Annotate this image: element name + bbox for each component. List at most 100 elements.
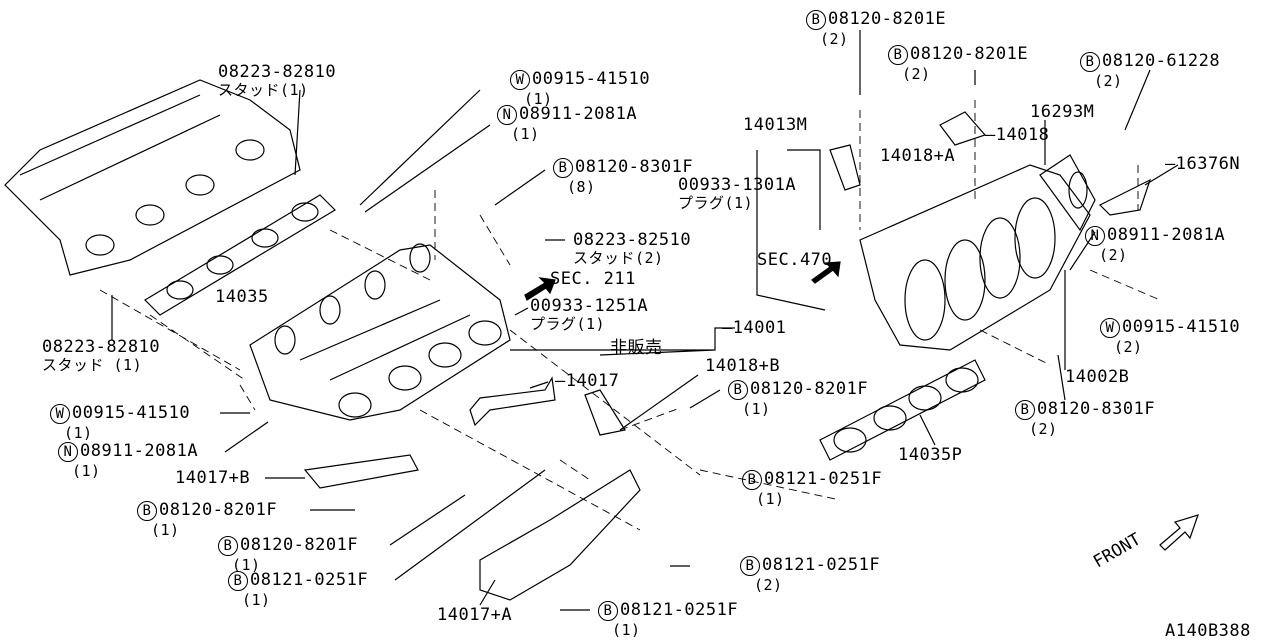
callout-not-for-sale: 非販売 bbox=[610, 339, 663, 357]
quantity: (1) bbox=[742, 400, 771, 418]
part-number: 00915-41510 bbox=[532, 69, 651, 89]
part-number: 14035 bbox=[215, 287, 269, 307]
intake-gasket-14035 bbox=[144, 194, 336, 316]
part-number: —14017 bbox=[555, 371, 620, 391]
bolt-symbol-icon: B bbox=[888, 45, 908, 65]
quantity: (2) bbox=[820, 30, 849, 48]
part-number: 14002B bbox=[1065, 367, 1130, 387]
callout-14002b: 14002B bbox=[1065, 368, 1129, 386]
washer-symbol-icon: W bbox=[1100, 318, 1120, 338]
part-number: SEC.470 bbox=[757, 250, 833, 270]
callout-14017-b: 14017+B bbox=[175, 469, 250, 487]
callout-14035: 14035 bbox=[215, 288, 269, 306]
part-number: 08223-82810 bbox=[218, 62, 337, 82]
bolt-symbol-icon: B bbox=[553, 158, 573, 178]
brackets bbox=[303, 111, 1152, 601]
part-number: 16293M bbox=[1030, 102, 1095, 122]
quantity: スタッド(2) bbox=[573, 249, 664, 267]
washer-symbol-icon: W bbox=[510, 70, 530, 90]
callout-14001: —14001 bbox=[722, 319, 786, 337]
part-number: 08120-8201E bbox=[910, 44, 1029, 64]
callout-14035p: 14035P bbox=[898, 446, 962, 464]
part-number: —14001 bbox=[722, 318, 787, 338]
quantity: (2) bbox=[902, 65, 931, 83]
gasket-14035p bbox=[819, 359, 986, 461]
bolt-symbol-icon: B bbox=[742, 470, 762, 490]
part-number: 14013M bbox=[743, 115, 808, 135]
bolt-symbol-icon: B bbox=[740, 556, 760, 576]
part-number: 00933-1251A bbox=[530, 296, 649, 316]
nut-symbol-icon: N bbox=[497, 105, 517, 125]
callout-14018: —14018 bbox=[985, 126, 1049, 144]
bolt-symbol-icon: B bbox=[218, 536, 238, 556]
quantity: (1) bbox=[524, 90, 553, 108]
part-number: —14018 bbox=[985, 125, 1050, 145]
part-number: 08120-61228 bbox=[1102, 51, 1221, 71]
callout-14013m: 14013M bbox=[743, 116, 807, 134]
leader-lines bbox=[111, 30, 1179, 611]
dashed-lines bbox=[99, 100, 1161, 531]
part-number: 08120-8201F bbox=[750, 379, 869, 399]
bolt-symbol-icon: B bbox=[1015, 400, 1035, 420]
nut-symbol-icon: N bbox=[58, 442, 78, 462]
part-number: 08120-8301F bbox=[1037, 399, 1156, 419]
bolt-symbol-icon: B bbox=[228, 571, 248, 591]
quantity: (1) bbox=[64, 424, 93, 442]
part-number: A140B388 bbox=[1165, 621, 1251, 641]
quantity: (1) bbox=[242, 591, 271, 609]
part-number: 08120-8201F bbox=[240, 535, 359, 555]
intake-manifold-14001 bbox=[249, 243, 511, 421]
quantity: (2) bbox=[1114, 338, 1143, 356]
part-number: 00915-41510 bbox=[72, 403, 191, 423]
part-number: 14018+B bbox=[705, 356, 781, 376]
callout-14018-b: 14018+B bbox=[705, 357, 780, 375]
quantity: プラグ(1) bbox=[678, 194, 754, 212]
part-number: 08121-0251F bbox=[762, 555, 881, 575]
part-number: 非販売 bbox=[610, 338, 663, 358]
quantity: (1) bbox=[756, 490, 785, 508]
callout-14018-a: 14018+A bbox=[880, 147, 955, 165]
part-number: 00915-41510 bbox=[1122, 317, 1241, 337]
callout-sec-211: SEC. 211 bbox=[550, 270, 636, 288]
diagram-code: A140B388 bbox=[1165, 622, 1251, 640]
part-number: 08120-8301F bbox=[575, 157, 694, 177]
quantity: (1) bbox=[232, 556, 261, 574]
callout-16376n: —16376N bbox=[1165, 155, 1240, 173]
collector-manifold-14013m bbox=[859, 154, 1096, 351]
part-number: 08223-82510 bbox=[573, 230, 692, 250]
part-number: 14017+A bbox=[437, 605, 513, 625]
callout-14017-a: 14017+A bbox=[437, 606, 512, 624]
quantity: (1) bbox=[72, 462, 101, 480]
quantity: (1) bbox=[511, 125, 540, 143]
quantity: プラグ(1) bbox=[530, 315, 606, 333]
cylinder-head bbox=[4, 79, 301, 276]
part-number: 14017+B bbox=[175, 468, 251, 488]
quantity: (2) bbox=[1029, 420, 1058, 438]
part-number: 08223-82810 bbox=[42, 337, 161, 357]
part-number: 08120-8201F bbox=[159, 500, 278, 520]
quantity: (2) bbox=[1099, 246, 1128, 264]
washer-symbol-icon: W bbox=[50, 404, 70, 424]
arrows bbox=[524, 261, 1199, 551]
nut-symbol-icon: N bbox=[1085, 226, 1105, 246]
quantity: (1) bbox=[151, 521, 180, 539]
